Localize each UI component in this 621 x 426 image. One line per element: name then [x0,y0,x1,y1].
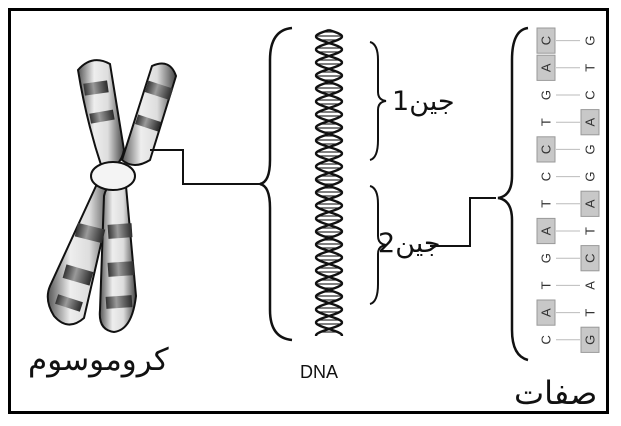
diagram-border [8,8,609,414]
left-base-cell [536,27,556,54]
right-base-cell [581,164,599,190]
right-base-cell [581,82,599,108]
left-base-cell [537,327,555,353]
connector-gene-traits [430,197,496,247]
left-base-letter: C [539,335,554,344]
left-base-letter: G [539,90,554,100]
right-base-letter: T [583,309,598,317]
left-base-letter: C [539,145,554,154]
left-base-cell [536,136,556,163]
traits-label: صفات [514,374,598,412]
left-base-cell [536,299,556,326]
right-base-cell [580,109,600,136]
right-base-cell [581,218,599,244]
right-base-letter: G [583,36,598,46]
left-base-cell [537,191,555,217]
base-sequence: C A G T C C T A G T A C G T C A G G A T C A T G [536,27,600,353]
left-base-letter: A [539,308,554,317]
brace-gene1 [369,41,387,161]
right-base-cell [581,300,599,326]
left-base-cell [536,217,556,245]
right-base-letter: A [583,118,598,127]
right-base-cell [580,245,600,272]
dna-strand-b [314,28,344,336]
right-base-letter: A [583,281,598,290]
right-base-letter: G [583,335,598,345]
left-base-cell [537,272,555,298]
right-base-letter: A [583,199,598,208]
right-base-letter: G [583,172,598,182]
chromosome-centromere [90,161,136,191]
left-base-letter: T [539,281,554,289]
right-base-letter: T [583,227,598,235]
right-base-cell [581,28,599,54]
dna-helix [314,28,344,336]
right-base-cell [581,55,599,81]
brace-gene2 [369,185,387,305]
right-base-cell [581,136,599,162]
gene1-label: جين1 [392,86,455,117]
right-base-letter: T [583,64,598,72]
right-base-cell [580,190,600,217]
gene2-label: جين2 [378,228,441,259]
left-base-letter: G [539,253,554,263]
left-base-letter: A [539,226,554,235]
left-base-cell [537,245,555,271]
left-base-letter: T [539,200,554,208]
brace-traits [497,26,529,362]
right-base-cell [581,272,599,298]
left-base-letter: C [539,172,554,181]
right-base-letter: C [583,254,598,263]
left-base-cell [537,82,555,108]
dna-strand-a [314,28,344,336]
right-base-letter: G [583,144,598,154]
left-base-cell [537,109,555,135]
left-base-letter: C [539,36,554,45]
left-base-letter: A [539,63,554,72]
left-base-cell [537,164,555,190]
dna-label: DNA [300,362,339,382]
right-base-letter: C [583,90,598,99]
chromosome-figure [46,59,178,334]
connector-chromosome-dna [150,149,262,185]
brace-dna [259,26,293,342]
left-base-letter: T [539,118,554,126]
chromosome-arm-lower-right [98,182,138,334]
chromosome-label: كروموسوم [28,342,169,378]
left-base-cell [536,54,556,81]
right-base-cell [580,326,600,353]
